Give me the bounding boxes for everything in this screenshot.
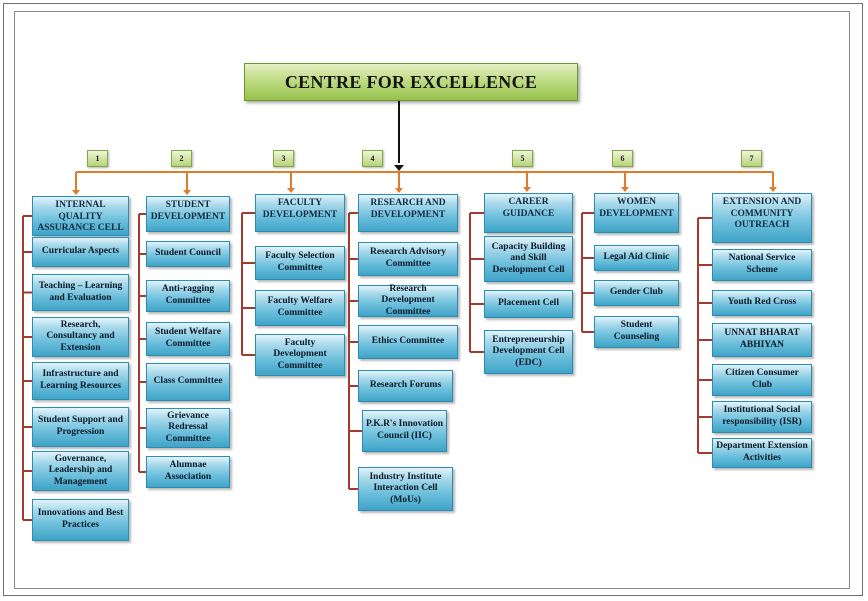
section-head-6: WOMEN DEVELOPMENT	[594, 193, 679, 233]
committee-box: Department Extension Activities	[712, 438, 812, 468]
drop-arrow-3	[287, 188, 295, 193]
outer-border	[3, 3, 863, 596]
committee-box: Institutional Social responsibility (ISR…	[712, 401, 812, 433]
committee-box: Capacity Building and Skill Development …	[484, 236, 573, 282]
main-arrow-head	[394, 165, 404, 171]
section-head-2: STUDENT DEVELOPMENT	[146, 196, 230, 232]
section-number-4: 4	[362, 150, 383, 167]
committee-box: Entrepreneurship Development Cell (EDC)	[484, 330, 573, 374]
drop-arrow-6	[621, 187, 629, 192]
committee-box: Anti-ragging Committee	[146, 280, 230, 312]
committee-box: Gender Club	[594, 280, 679, 306]
committee-box: Teaching – Learning and Evaluation	[32, 274, 129, 311]
committee-box: Legal Aid Clinic	[594, 245, 679, 271]
committee-box: Governance, Leadership and Management	[32, 451, 129, 491]
section-number-2: 2	[171, 150, 192, 167]
committee-box: Youth Red Cross	[712, 290, 812, 316]
committee-box: Curricular Aspects	[32, 237, 129, 267]
committee-box: Infrastructure and Learning Resources	[32, 362, 129, 400]
committee-box: Student Welfare Committee	[146, 322, 230, 356]
committee-box: Innovations and Best Practices	[32, 499, 129, 541]
section-head-3: FACULTY DEVELOPMENT	[255, 194, 345, 232]
committee-box: Ethics Committee	[358, 325, 458, 359]
committee-box: Student Council	[146, 241, 230, 267]
chart-title: CENTRE FOR EXCELLENCE	[244, 63, 578, 101]
section-number-5: 5	[512, 150, 533, 167]
committee-box: Faculty Welfare Committee	[255, 290, 345, 326]
drop-arrow-5	[523, 187, 531, 192]
committee-box: Research, Consultancy and Extension	[32, 317, 129, 357]
drop-arrow-1	[72, 190, 80, 195]
committee-box: Research Development Committee	[358, 284, 458, 317]
section-head-1: INTERNAL QUALITY ASSURANCE CELL	[32, 196, 129, 236]
committee-box: Alumnae Association	[146, 456, 230, 488]
drop-arrow-2	[183, 190, 191, 195]
committee-box: National Service Scheme	[712, 249, 812, 281]
section-number-6: 6	[612, 150, 633, 167]
section-head-7: EXTENSION AND COMMUNITY OUTREACH	[712, 193, 812, 243]
committee-box: Research Forums	[358, 370, 453, 402]
committee-box: Placement Cell	[484, 290, 573, 318]
committee-box: UNNAT BHARAT ABHIYAN	[712, 323, 812, 357]
section-head-5: CAREER GUIDANCE	[484, 193, 573, 233]
committee-box: Citizen Consumer Club	[712, 364, 812, 396]
section-number-3: 3	[273, 150, 294, 167]
committee-box: Faculty Selection Committee	[255, 246, 345, 280]
committee-box: Faculty Development Committee	[255, 334, 345, 376]
section-head-4: RESEARCH AND DEVELOPMENT	[358, 194, 458, 232]
committee-box: Research Advisory Committee	[358, 242, 458, 276]
committee-box: Grievance Redressal Committee	[146, 408, 230, 448]
section-number-7: 7	[741, 150, 762, 167]
drop-arrow-4	[395, 188, 403, 193]
committee-box: Student Counseling	[594, 316, 679, 348]
committee-box: Student Support and Progression	[32, 407, 129, 447]
drop-arrow-7	[769, 187, 777, 192]
committee-box: Class Committee	[146, 363, 230, 401]
inner-border	[14, 11, 850, 589]
section-number-1: 1	[87, 150, 108, 167]
committee-box: P.K.R's Innovation Council (IIC)	[362, 410, 447, 452]
committee-box: Industry Institute Interaction Cell (MoU…	[358, 467, 453, 511]
